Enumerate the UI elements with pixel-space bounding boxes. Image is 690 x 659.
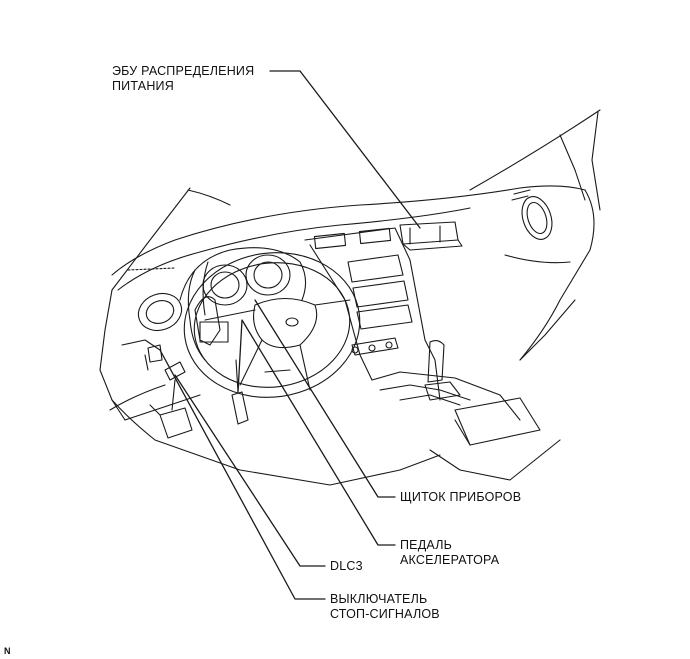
label-power-ecu: ЭБУ РАСПРЕДЕЛЕНИЯ ПИТАНИЯ (112, 64, 254, 94)
label-instrument-panel: ЩИТОК ПРИБОРОВ (400, 490, 521, 505)
label-dlc3: DLC3 (330, 559, 363, 574)
windshield-edge (187, 189, 231, 206)
label-stop-lamp-line1: ВЫКЛЮЧАТЕЛЬ (330, 592, 428, 606)
left-air-vent (137, 292, 183, 332)
steering-wheel-inner (193, 262, 351, 388)
leader-accelerator (237, 319, 396, 546)
leader-dlc3 (174, 374, 326, 567)
leader-lines (159, 70, 421, 600)
instrument-cluster (179, 247, 307, 301)
label-accelerator-pedal: ПЕДАЛЬ АКСЕЛЕРАТОРА (400, 538, 499, 568)
center-console (371, 371, 521, 421)
audio-display (347, 254, 404, 283)
figure-code: N (4, 646, 11, 656)
brake-pedal (159, 407, 193, 439)
power-distribution-ecu (399, 221, 459, 245)
logo-emblem (285, 317, 299, 327)
label-power-ecu-line1: ЭБУ РАСПРЕДЕЛЕНИЯ (112, 64, 255, 78)
accelerator-pedal (231, 391, 249, 425)
gear-lever (427, 339, 445, 383)
label-accelerator-line1: ПЕДАЛЬ (400, 538, 453, 552)
steering-hub (253, 297, 318, 349)
windshield-top-right (469, 109, 601, 191)
leader-instrument-panel (254, 299, 396, 498)
label-accelerator-line2: АКСЕЛЕРАТОРА (400, 553, 500, 567)
leader-power-ecu (269, 70, 421, 229)
label-dlc3-line1: DLC3 (330, 559, 363, 573)
label-stop-lamp-switch: ВЫКЛЮЧАТЕЛЬ СТОП-СИГНАЛОВ (330, 592, 440, 622)
center-stack (304, 227, 441, 401)
steering-wheel-outer (183, 252, 361, 398)
a-pillar-right (559, 134, 586, 201)
a-pillar-left (111, 187, 191, 291)
center-vent-1 (313, 232, 347, 250)
right-air-vent (521, 196, 553, 240)
label-power-ecu-line2: ПИТАНИЯ (112, 79, 174, 93)
dashboard-top (111, 185, 586, 276)
leader-stop-lamp (159, 349, 326, 600)
label-instrument-panel-line1: ЩИТОК ПРИБОРОВ (400, 490, 522, 504)
label-stop-lamp-line2: СТОП-СИГНАЛОВ (330, 607, 440, 621)
dlc3-connector (147, 344, 163, 363)
